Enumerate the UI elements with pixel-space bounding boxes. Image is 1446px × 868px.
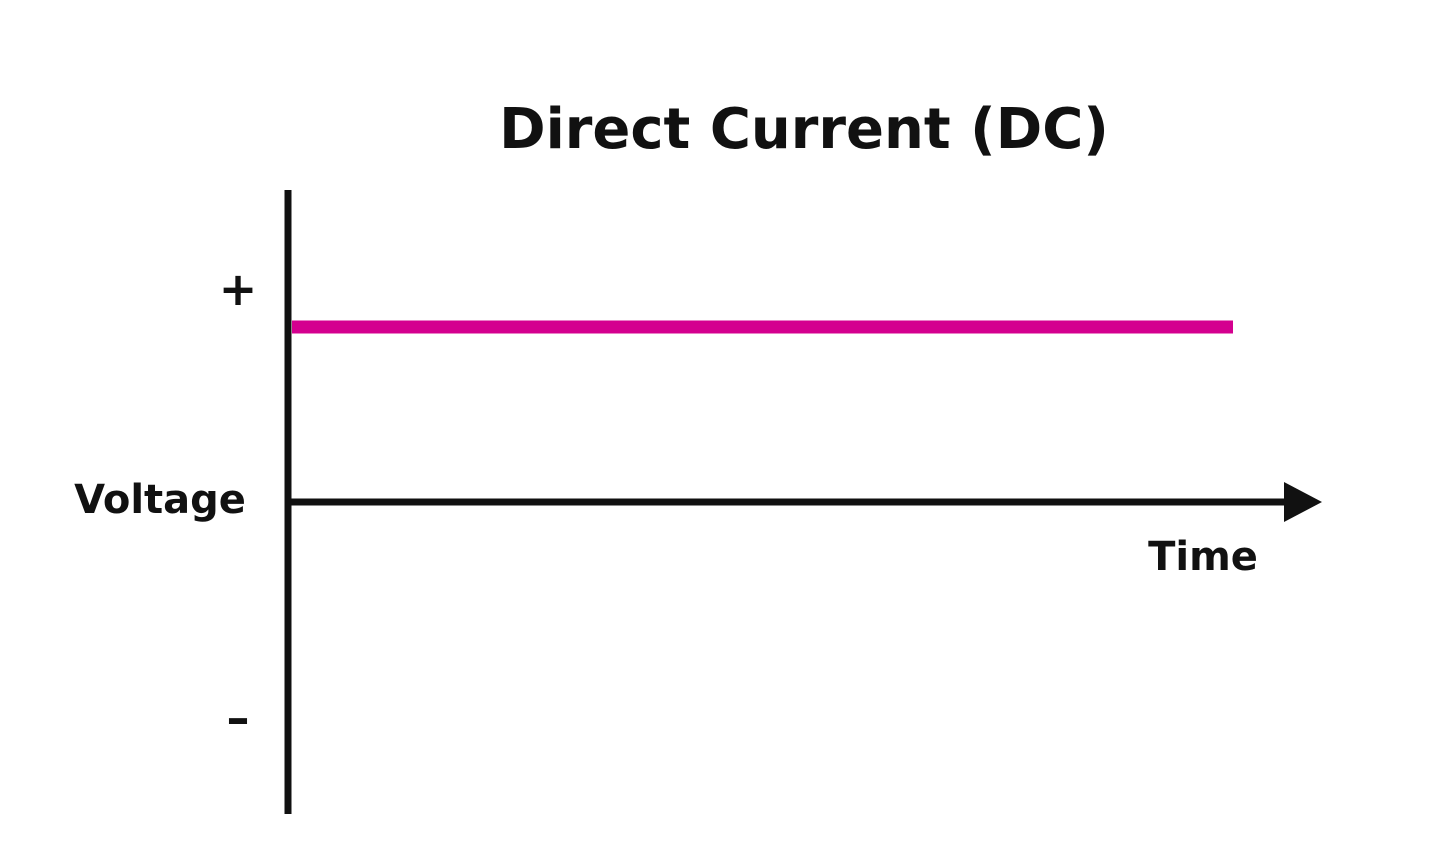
time-axis-arrow-icon bbox=[1284, 482, 1322, 522]
time-label: Time bbox=[1148, 534, 1258, 580]
positive-sign: + bbox=[219, 262, 258, 316]
voltage-label: Voltage bbox=[74, 477, 246, 523]
negative-sign: – bbox=[227, 691, 250, 745]
diagram-title: Direct Current (DC) bbox=[499, 97, 1109, 162]
